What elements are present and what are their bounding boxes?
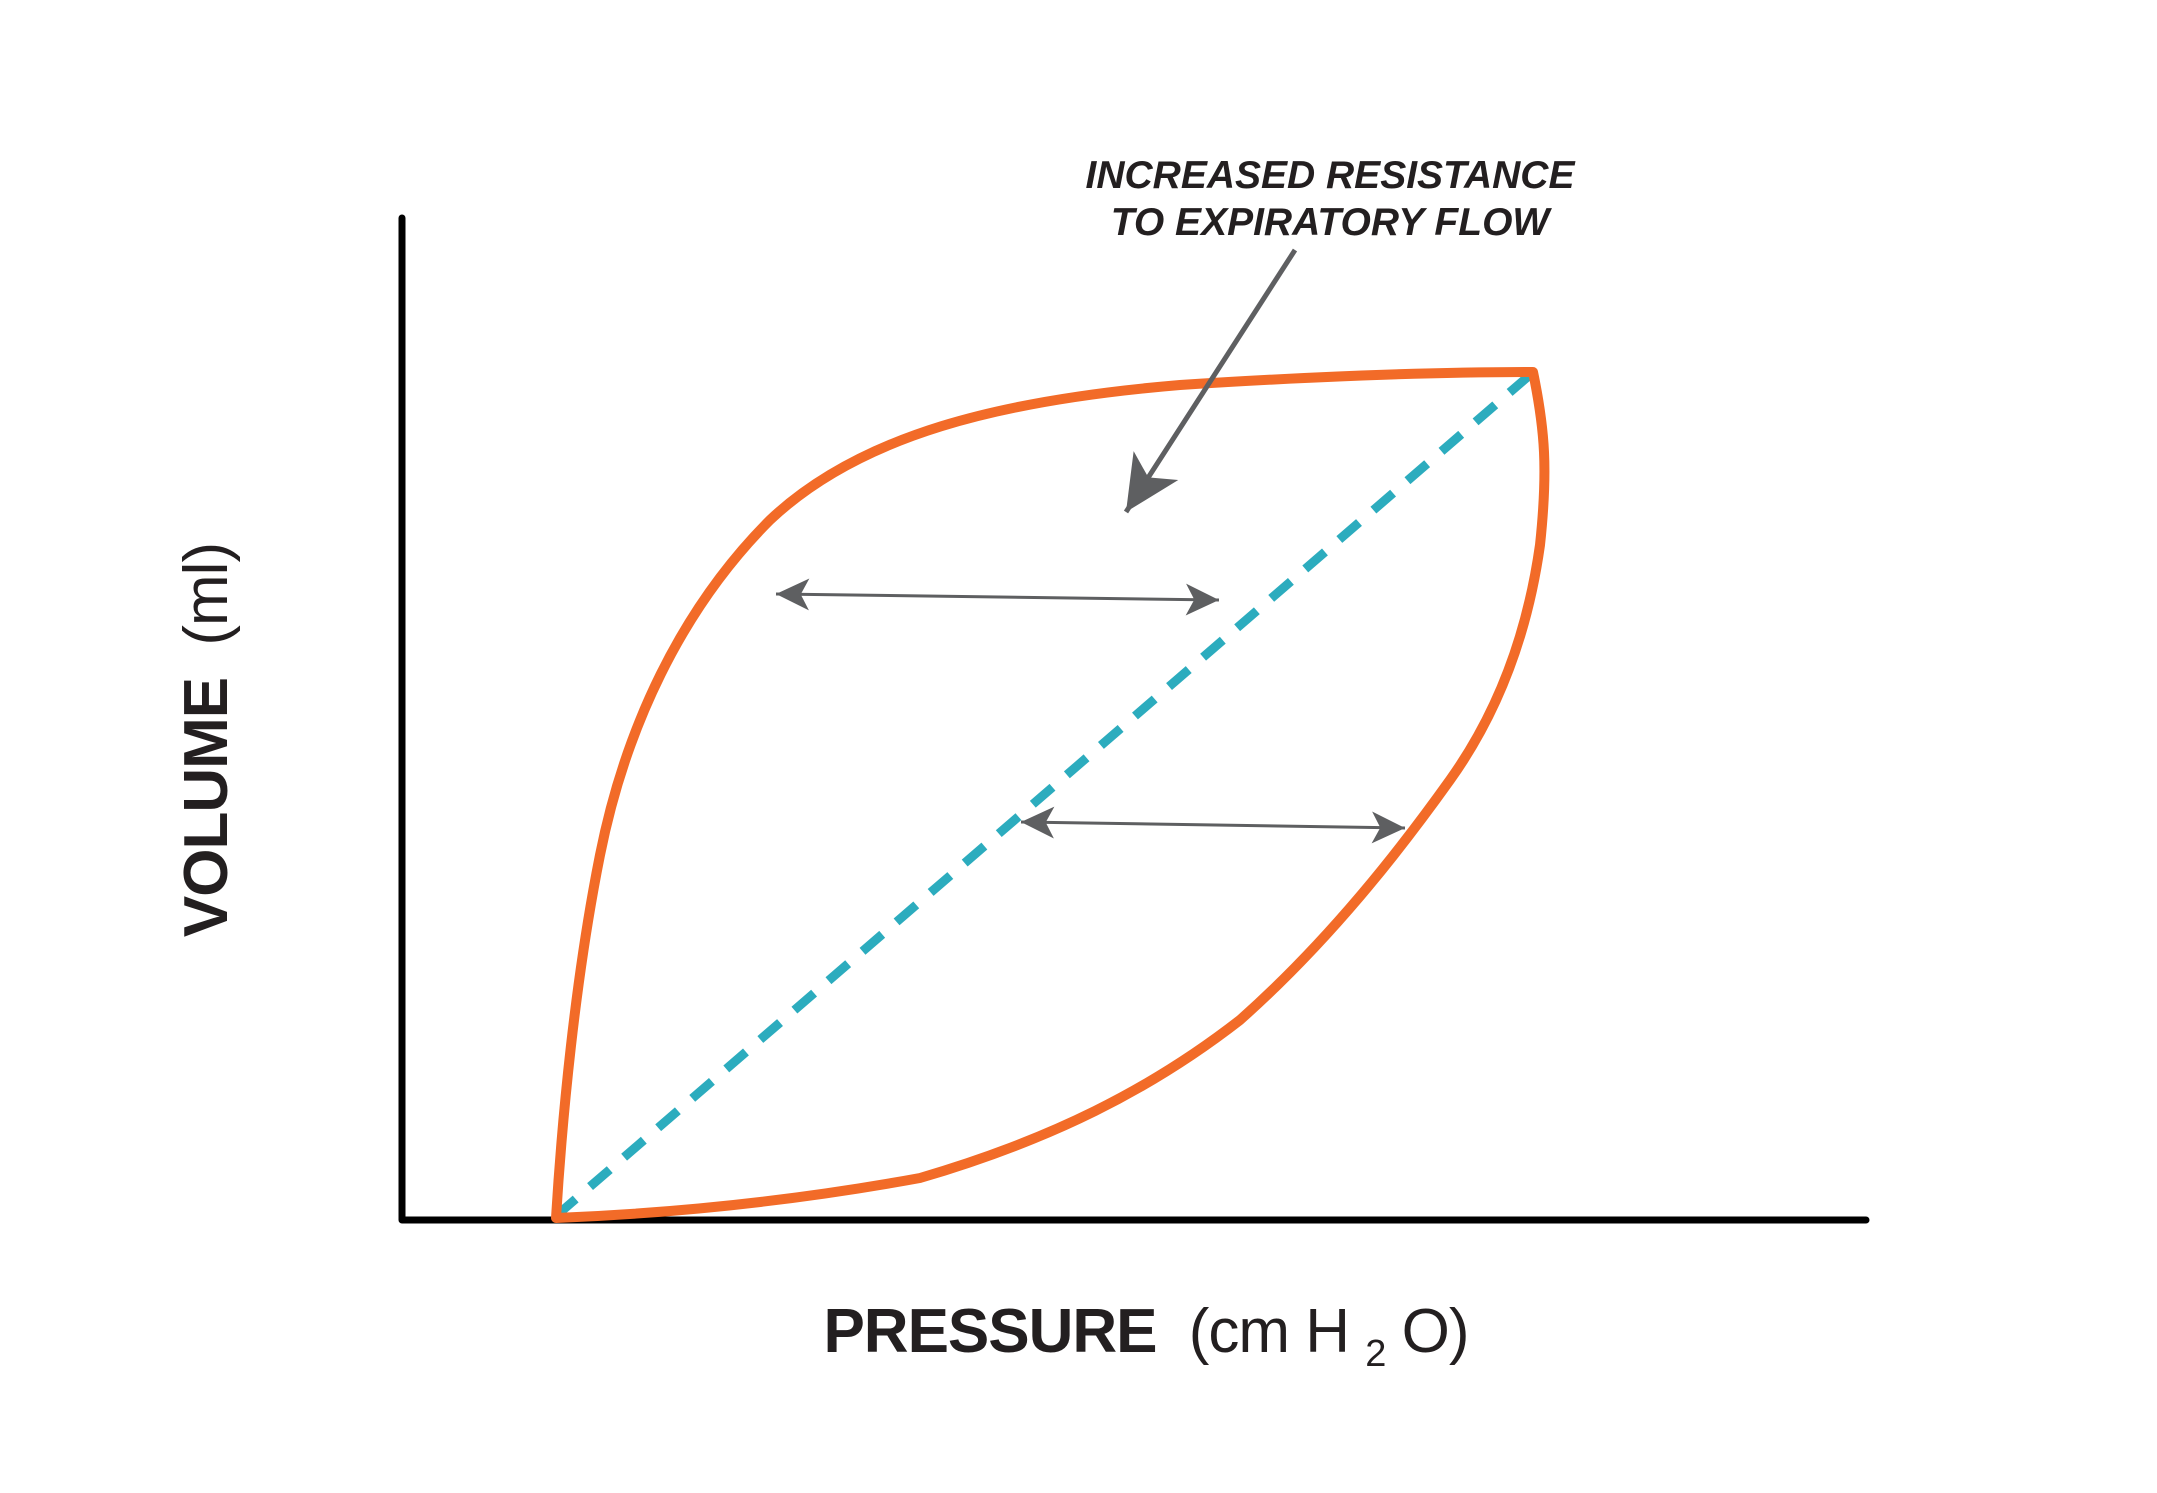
pv-loop-curve <box>551 367 1550 1223</box>
y-axis-label-word: VOLUME <box>172 678 241 937</box>
x-axis-label-unit-pre: (cm H <box>1189 1297 1349 1366</box>
compliance-dashed-line <box>553 370 1534 1220</box>
axes <box>398 214 1870 1224</box>
y-axis-label-unit: (ml) <box>172 543 241 646</box>
x-axis-label-word: PRESSURE <box>823 1297 1156 1366</box>
annotation-line-1: INCREASED RESISTANCE <box>1085 154 1575 197</box>
hysteresis-arrow-lower <box>1020 806 1406 844</box>
y-axis-label: VOLUME (ml) <box>172 543 241 937</box>
annotation-line-2: TO EXPIRATORY FLOW <box>1111 201 1553 244</box>
x-axis-label-subscript: 2 <box>1365 1333 1385 1375</box>
annotation-arrow <box>1123 248 1298 514</box>
x-axis-label: PRESSURE (cm H 2 O) <box>823 1297 1468 1380</box>
hysteresis-arrow-upper <box>775 578 1220 616</box>
x-axis-label-unit-post: O) <box>1402 1297 1469 1366</box>
